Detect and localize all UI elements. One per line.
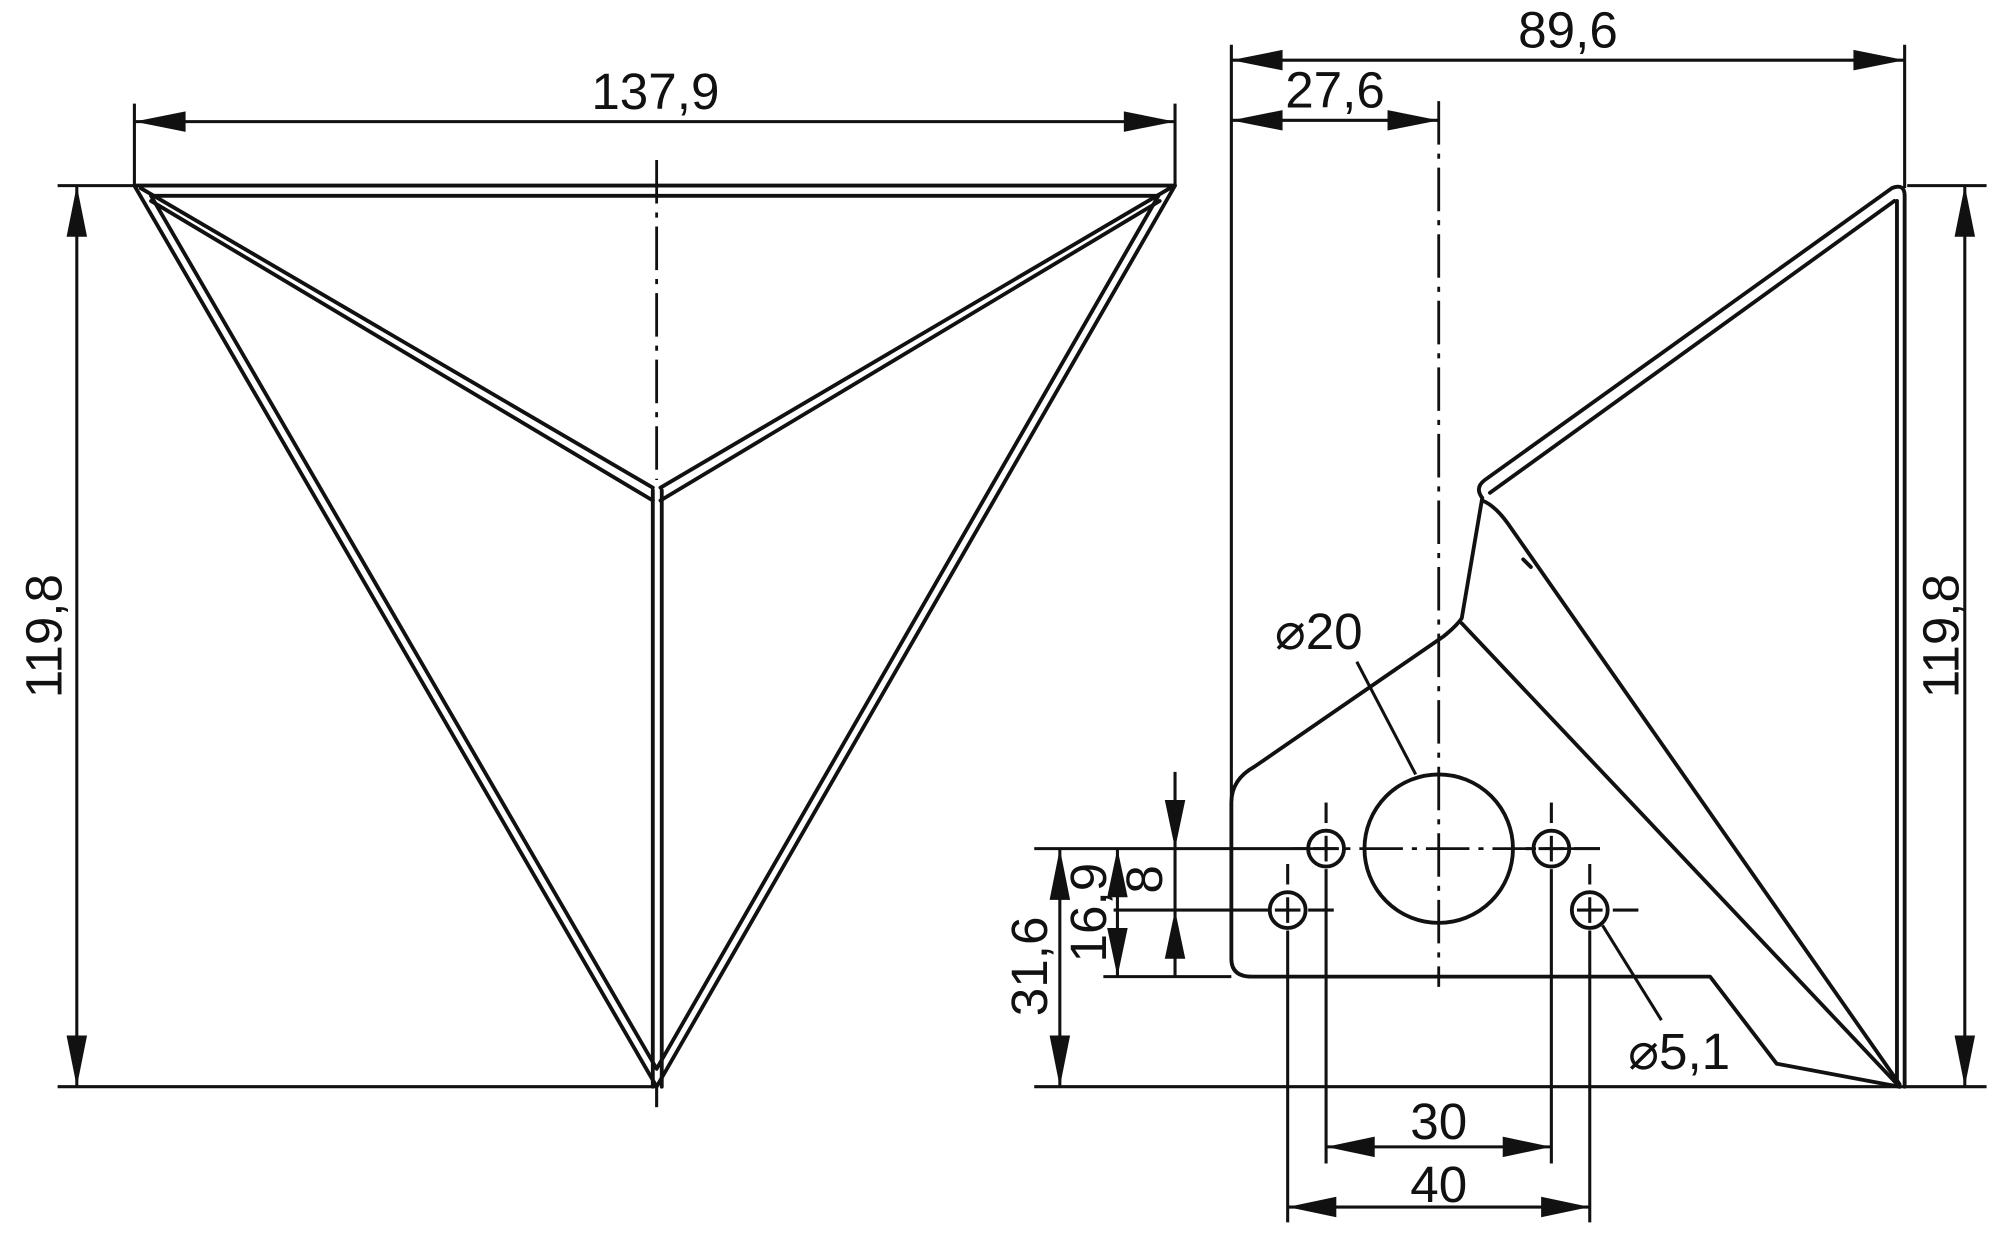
small-hole-value: 5,1 bbox=[1659, 1023, 1730, 1080]
dim316-label: 31,6 bbox=[1001, 917, 1058, 1017]
dim8-arrow-bottom bbox=[1164, 910, 1186, 959]
small-hole-lower-left bbox=[1267, 890, 1308, 930]
small-hole-label: ⌀5,1 bbox=[1628, 1023, 1730, 1080]
front-height-arrow-bottom bbox=[66, 1035, 88, 1087]
dim89-label: 89,6 bbox=[1518, 1, 1618, 58]
small-hole-upper-left bbox=[1306, 828, 1346, 869]
side-height-label: 119,8 bbox=[1912, 574, 1969, 698]
side-height-arrow-bottom bbox=[1954, 1035, 1976, 1087]
small-hole-leader bbox=[1601, 924, 1663, 1021]
side-top-edge-double bbox=[1487, 199, 1897, 495]
small-hole-centerlines bbox=[1286, 802, 1639, 912]
dim316-arrow-bottom bbox=[1049, 1035, 1071, 1087]
dim30-arrow-right bbox=[1502, 1136, 1552, 1158]
front-outline-inner bbox=[149, 193, 1161, 1071]
dim169-arrow-bottom bbox=[1107, 928, 1128, 977]
dim27-label: 27,6 bbox=[1285, 62, 1385, 119]
small-hole-upper-right bbox=[1531, 828, 1572, 869]
dim27-arrow-right bbox=[1387, 110, 1439, 131]
front-fold-left bbox=[138, 186, 655, 503]
dim40-arrow-left bbox=[1287, 1196, 1337, 1218]
front-outline-outer bbox=[132, 183, 1177, 1089]
dim89-arrow-right bbox=[1853, 49, 1905, 71]
dim89-arrow-left bbox=[1231, 49, 1283, 71]
front-fold-right bbox=[658, 186, 1172, 503]
large-hole-leader bbox=[1355, 661, 1418, 776]
dim40-arrow-right bbox=[1541, 1196, 1590, 1218]
large-hole-value: 20 bbox=[1306, 603, 1363, 660]
dim40-label: 40 bbox=[1410, 1156, 1467, 1213]
dim27-arrow-left bbox=[1231, 110, 1283, 131]
side-view: 30 40 89,6 27,6 119,8 8 bbox=[1001, 1, 1987, 1223]
side-diagonal-inner bbox=[1459, 621, 1902, 1089]
front-height-label: 119,8 bbox=[15, 574, 72, 698]
small-hole-lower-right bbox=[1569, 890, 1610, 930]
dim169-label: 16,9 bbox=[1060, 863, 1117, 963]
side-tick-mark bbox=[1521, 557, 1533, 569]
side-height-arrow-top bbox=[1954, 185, 1976, 237]
front-center-edge bbox=[650, 488, 664, 1089]
front-width-arrow-left bbox=[134, 111, 186, 132]
large-hole-label: ⌀20 bbox=[1275, 603, 1363, 660]
dim30-label: 30 bbox=[1410, 1093, 1467, 1150]
diameter-symbol-small: ⌀ bbox=[1628, 1023, 1659, 1080]
front-width-label: 137,9 bbox=[591, 63, 719, 120]
front-width-arrow-right bbox=[1123, 111, 1176, 132]
dim8-arrow-top bbox=[1164, 800, 1186, 849]
dim169-arrow-top bbox=[1107, 848, 1128, 898]
dim30-arrow-left bbox=[1326, 1136, 1375, 1158]
side-bracket-outline bbox=[1229, 184, 1907, 1089]
front-view: 137,9 119,8 bbox=[15, 63, 1177, 1108]
side-diagonal-outer bbox=[1480, 498, 1902, 1087]
dim316-arrow-top bbox=[1049, 848, 1071, 900]
front-height-arrow-top bbox=[66, 185, 88, 237]
diameter-symbol-large: ⌀ bbox=[1275, 603, 1306, 660]
